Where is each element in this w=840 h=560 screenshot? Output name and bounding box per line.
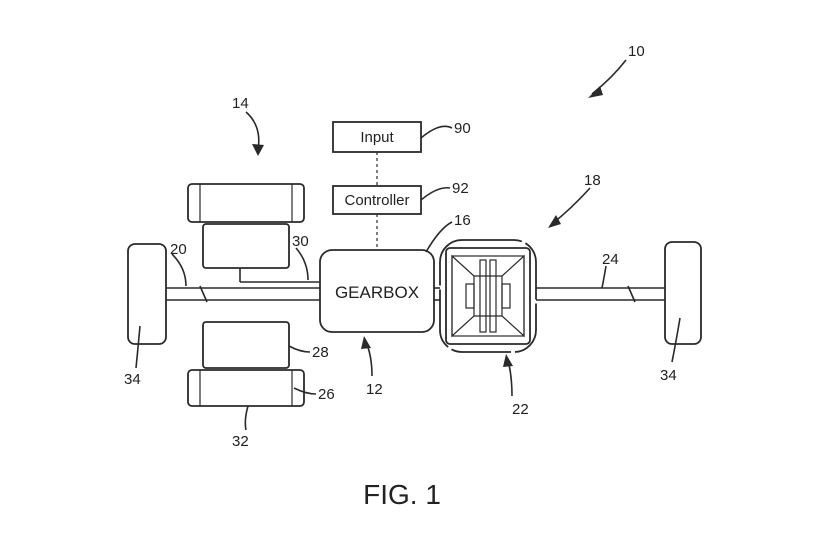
ref-12: 12	[366, 381, 383, 398]
controller-block	[332, 185, 422, 215]
ref-16: 16	[454, 212, 471, 229]
ref-34-left: 34	[124, 371, 141, 388]
right-wheel	[664, 241, 702, 345]
ref-22: 22	[512, 401, 529, 418]
left-wheel	[127, 243, 167, 345]
ref-92: 92	[452, 180, 469, 197]
controller-block-label: Controller	[344, 192, 409, 209]
ref-14: 14	[232, 95, 249, 112]
ref-28: 28	[312, 344, 329, 361]
lower-motor	[187, 321, 305, 407]
differential-assembly	[439, 239, 537, 353]
main-shaft	[166, 285, 666, 303]
gearbox-label: GEARBOX	[335, 283, 419, 302]
ref-10: 10	[628, 43, 645, 60]
gearbox-block	[319, 249, 435, 333]
ref-90: 90	[454, 120, 471, 137]
ref-18: 18	[584, 172, 601, 189]
input-block-label: Input	[360, 129, 394, 146]
ref-20: 20	[170, 241, 187, 258]
ref-24: 24	[602, 251, 619, 268]
ref-34-right: 34	[660, 367, 677, 384]
figure-label: FIG. 1	[363, 479, 441, 510]
ref-32: 32	[232, 433, 249, 450]
ref-26: 26	[318, 386, 335, 403]
upper-motor	[187, 183, 320, 283]
ref-30: 30	[292, 233, 309, 250]
leader-lines	[135, 59, 681, 431]
